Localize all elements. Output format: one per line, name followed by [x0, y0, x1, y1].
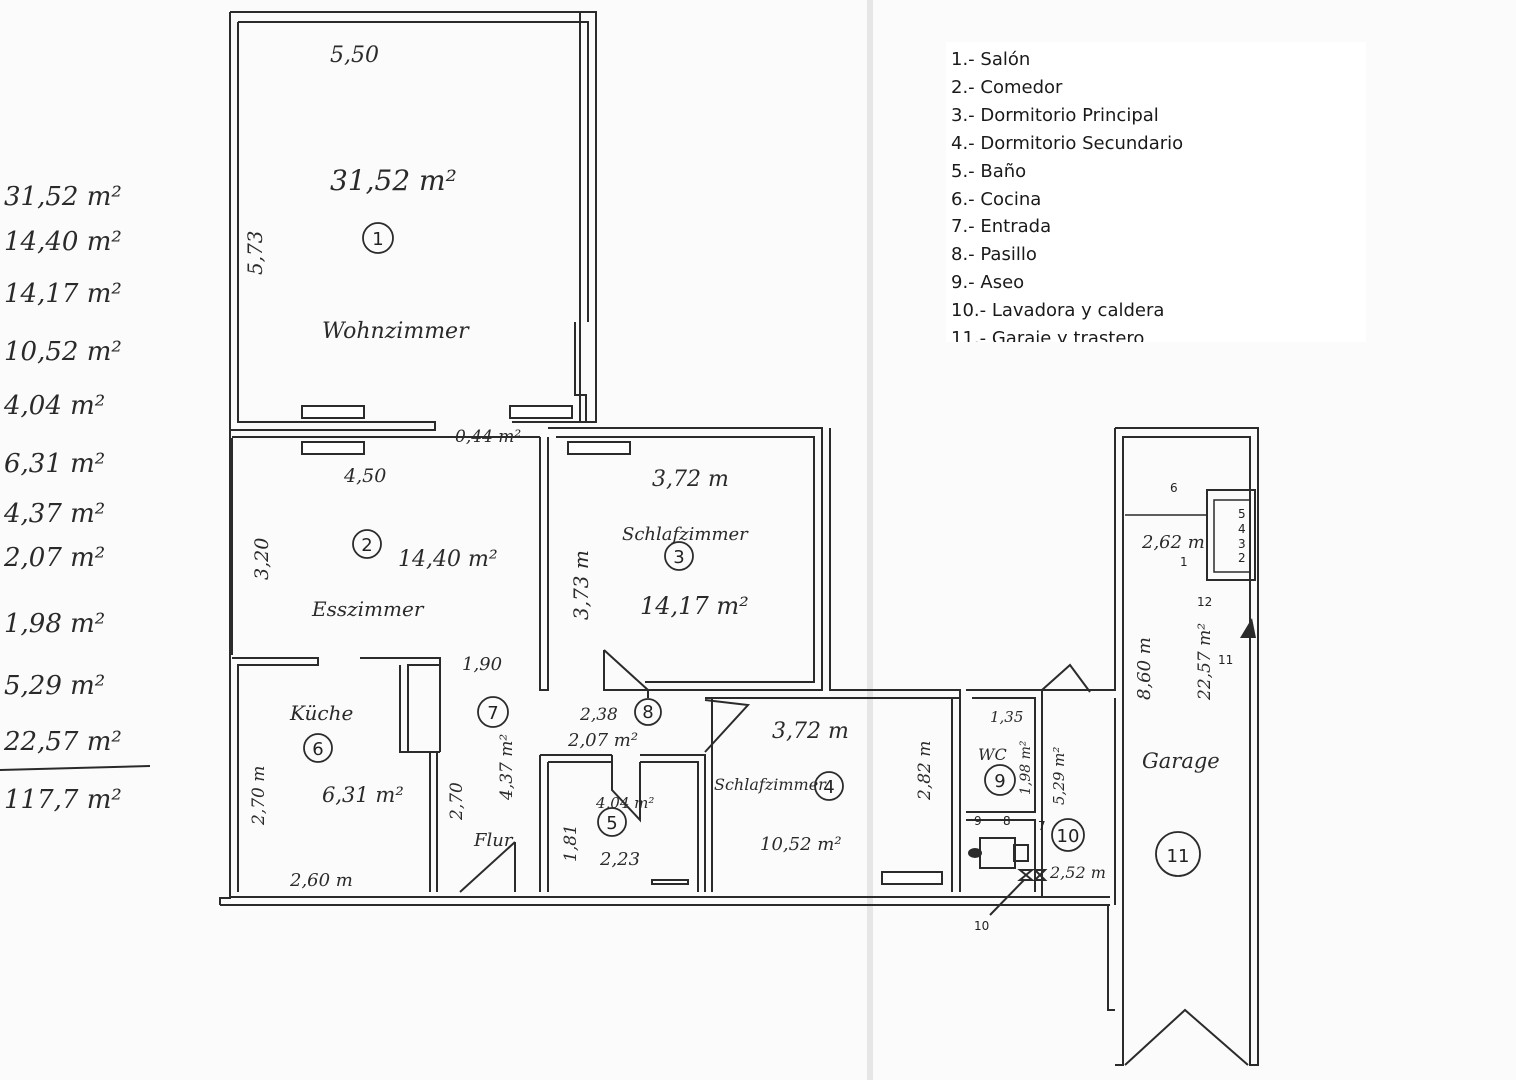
dim-garage-depth: 8,60 m: [1134, 637, 1155, 700]
area-list-item: 14,40 m²: [4, 227, 122, 257]
fixture-label: 7: [1038, 819, 1046, 833]
area-list-item: 6,31 m²: [4, 449, 105, 479]
north-arrow: [1240, 618, 1256, 638]
name-flur: Flur: [473, 830, 514, 851]
area-esszimmer: 14,40 m²: [398, 547, 498, 572]
dim-bad-width: 2,23: [599, 849, 640, 870]
dim-wohnzimmer-depth: 5,73: [243, 230, 267, 275]
dim-schlafzimmer2-depth: 2,82 m: [915, 741, 935, 801]
dim-schlafzimmer2-width: 3,72 m: [772, 719, 849, 744]
room-number: 8: [642, 702, 653, 723]
name-garage: Garage: [1142, 749, 1220, 773]
dim-schlafzimmer-width: 3,72 m: [652, 467, 729, 492]
room-legend: 1.- Salón 2.- Comedor 3.- Dormitorio Pri…: [946, 42, 1366, 342]
name-wohnzimmer: Wohnzimmer: [322, 319, 470, 344]
area-wc: 1,98 m²: [1018, 740, 1034, 795]
name-wc: WC: [978, 745, 1007, 764]
area-list-item: 14,17 m²: [4, 279, 122, 309]
legend-item: 2.- Comedor: [951, 76, 1063, 98]
legend-item: 3.- Dormitorio Principal: [951, 104, 1159, 126]
room-circles: [303, 222, 1201, 877]
fixture-label: 1: [1180, 555, 1188, 569]
room-number: 3: [673, 547, 684, 568]
room-number: 11: [1167, 846, 1190, 867]
boiler: [968, 837, 1048, 916]
fixture-label: 12: [1197, 595, 1212, 609]
room-number: 10: [1057, 826, 1080, 847]
area-list-item: 4,04 m²: [3, 391, 105, 421]
fixture-label: 6: [1170, 481, 1178, 495]
legend-item: 7.- Entrada: [951, 216, 1052, 238]
dim-kueche-width: 2,60 m: [289, 870, 353, 891]
dim-kueche-depth: 2,70 m: [249, 766, 269, 826]
area-flur2: 2,07 m²: [567, 730, 638, 751]
dim-esszimmer-width: 4,50: [343, 465, 386, 487]
area-list-item: 22,57 m²: [3, 727, 122, 757]
legend-item: 1.- Salón: [951, 49, 1031, 70]
room-number: 6: [312, 739, 323, 760]
dim-wc-width: 1,35: [990, 708, 1023, 726]
room-number: 4: [823, 777, 834, 798]
legend-item: 5.- Baño: [951, 160, 1027, 182]
area-schlafzimmer2: 10,52 m²: [760, 834, 842, 855]
room-number: 5: [606, 813, 617, 834]
dim-lavadora-width: 2,52 m: [1049, 863, 1106, 882]
fixture-label: 10: [974, 919, 989, 933]
dim-schlafzimmer-depth: 3,73 m: [569, 550, 593, 620]
area-misc: 0,44 m²: [455, 427, 521, 447]
dim-flur2-width: 2,38: [579, 705, 618, 725]
dim-wohnzimmer-width: 5,50: [330, 43, 379, 68]
name-esszimmer: Esszimmer: [311, 597, 425, 621]
area-bad: 4,04 m²: [595, 794, 654, 812]
area-list-item: 2,07 m²: [3, 543, 105, 573]
fixture-label: 8: [1003, 814, 1011, 828]
area-flur: 4,37 m²: [497, 734, 517, 801]
area-garage: 22,57 m²: [1195, 623, 1215, 701]
area-list-item: 10,52 m²: [4, 337, 122, 367]
dim-flur-depth: 2,70: [447, 782, 467, 821]
walls: [219, 11, 1259, 1066]
legend-item: 10.- Lavadora y caldera: [951, 300, 1165, 322]
fixture-label: 11: [1218, 653, 1233, 667]
dim-flur-width: 1,90: [462, 654, 502, 675]
area-list-item: 31,52 m²: [4, 182, 122, 212]
name-schlafzimmer2: Schlafzimmer: [714, 775, 827, 794]
fixture-label: 9: [974, 814, 982, 828]
fixture-label: 2: [1238, 551, 1246, 565]
room-number: 7: [487, 703, 498, 724]
dim-garage-width: 2,62 m: [1141, 532, 1205, 553]
name-kueche: Küche: [289, 701, 353, 725]
area-list-item: 5,29 m²: [4, 671, 105, 701]
area-list-item: 1,98 m²: [4, 609, 105, 639]
room-number: 9: [994, 771, 1005, 792]
doors: [459, 649, 1091, 893]
area-lavadora: 5,29 m²: [1050, 747, 1068, 805]
area-wohnzimmer: 31,52 m²: [330, 164, 457, 197]
fixture-label: 5: [1238, 507, 1246, 521]
room-number: 1: [372, 229, 383, 250]
dim-esszimmer-depth: 3,20: [251, 538, 273, 580]
area-list-divider: [0, 765, 151, 771]
fixture-label: 3: [1238, 537, 1246, 551]
area-kueche: 6,31 m²: [322, 783, 404, 807]
legend-item: 4.- Dormitorio Secundario: [951, 132, 1184, 154]
name-schlafzimmer: Schlafzimmer: [622, 524, 749, 545]
legend-item: 11.- Garaje y trastero: [951, 328, 1145, 342]
legend-item: 9.- Aseo: [951, 272, 1025, 294]
fixture-labels: 5 4 3 2 1 6 12 11 9 8 7 10: [974, 481, 1246, 933]
area-schlafzimmer: 14,17 m²: [640, 592, 749, 620]
area-total: 117,7 m²: [4, 785, 122, 815]
legend-item: 8.- Pasillo: [951, 244, 1037, 266]
fixture-box: [1125, 489, 1256, 581]
legend-item: 6.- Cocina: [951, 188, 1042, 210]
radiators: [301, 405, 943, 885]
dim-bad-depth: 1,81: [561, 824, 581, 862]
room-number: 2: [361, 535, 372, 556]
area-list-item: 4,37 m²: [3, 499, 105, 529]
fixture-label: 4: [1238, 522, 1246, 536]
